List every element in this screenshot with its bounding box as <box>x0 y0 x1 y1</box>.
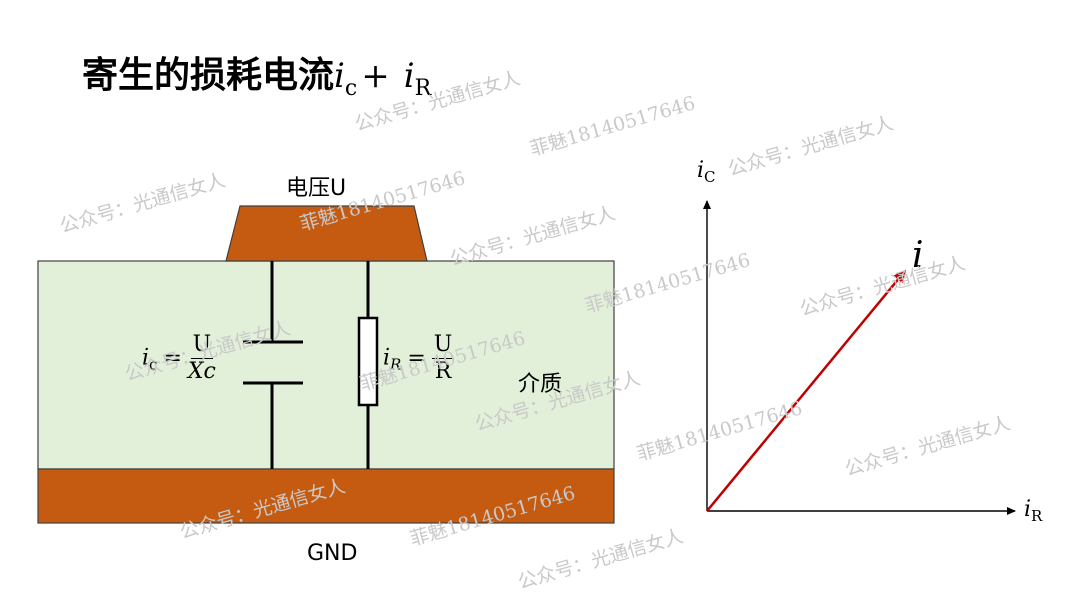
dielectric-layer <box>37 260 615 470</box>
voltage-label: 电压U <box>286 176 347 201</box>
signal-trace <box>225 205 428 262</box>
resistor-body <box>357 316 379 407</box>
y-axis-symbol: i <box>697 158 705 183</box>
ic-eq-symbol: i <box>142 345 150 371</box>
title-ic-symbol: i <box>334 56 345 96</box>
ir-eq-numerator: U <box>431 332 455 360</box>
title-plus: + <box>361 56 390 96</box>
y-axis-subscript: C <box>704 168 716 186</box>
y-axis-label: iC <box>697 158 716 186</box>
title-ic-subscript: c <box>344 76 358 101</box>
title-text: 寄生的损耗电流 <box>82 55 335 96</box>
x-axis-label: iR <box>1024 497 1042 525</box>
vector-label: i <box>912 235 924 276</box>
current-vector <box>706 269 907 512</box>
ir-eq-denominator: R <box>434 359 452 385</box>
medium-label: 介质 <box>518 372 563 397</box>
ground-plane <box>37 468 615 524</box>
title-ir-symbol: i <box>403 56 415 96</box>
slide-title: 寄生的损耗电流ic+iR <box>82 46 431 101</box>
ir-eq-symbol: i <box>383 345 391 371</box>
title-ir-subscript: R <box>414 76 432 101</box>
ic-eq-subscript: c <box>149 355 158 374</box>
ir-eq-subscript: R <box>390 355 402 374</box>
x-axis-symbol: i <box>1024 497 1032 522</box>
vector-symbol: i <box>912 235 924 276</box>
ic-eq-denominator: Xc <box>187 359 216 385</box>
ic-eq-numerator: U <box>190 332 214 360</box>
x-axis-subscript: R <box>1031 507 1043 525</box>
gnd-label: GND <box>307 541 358 566</box>
